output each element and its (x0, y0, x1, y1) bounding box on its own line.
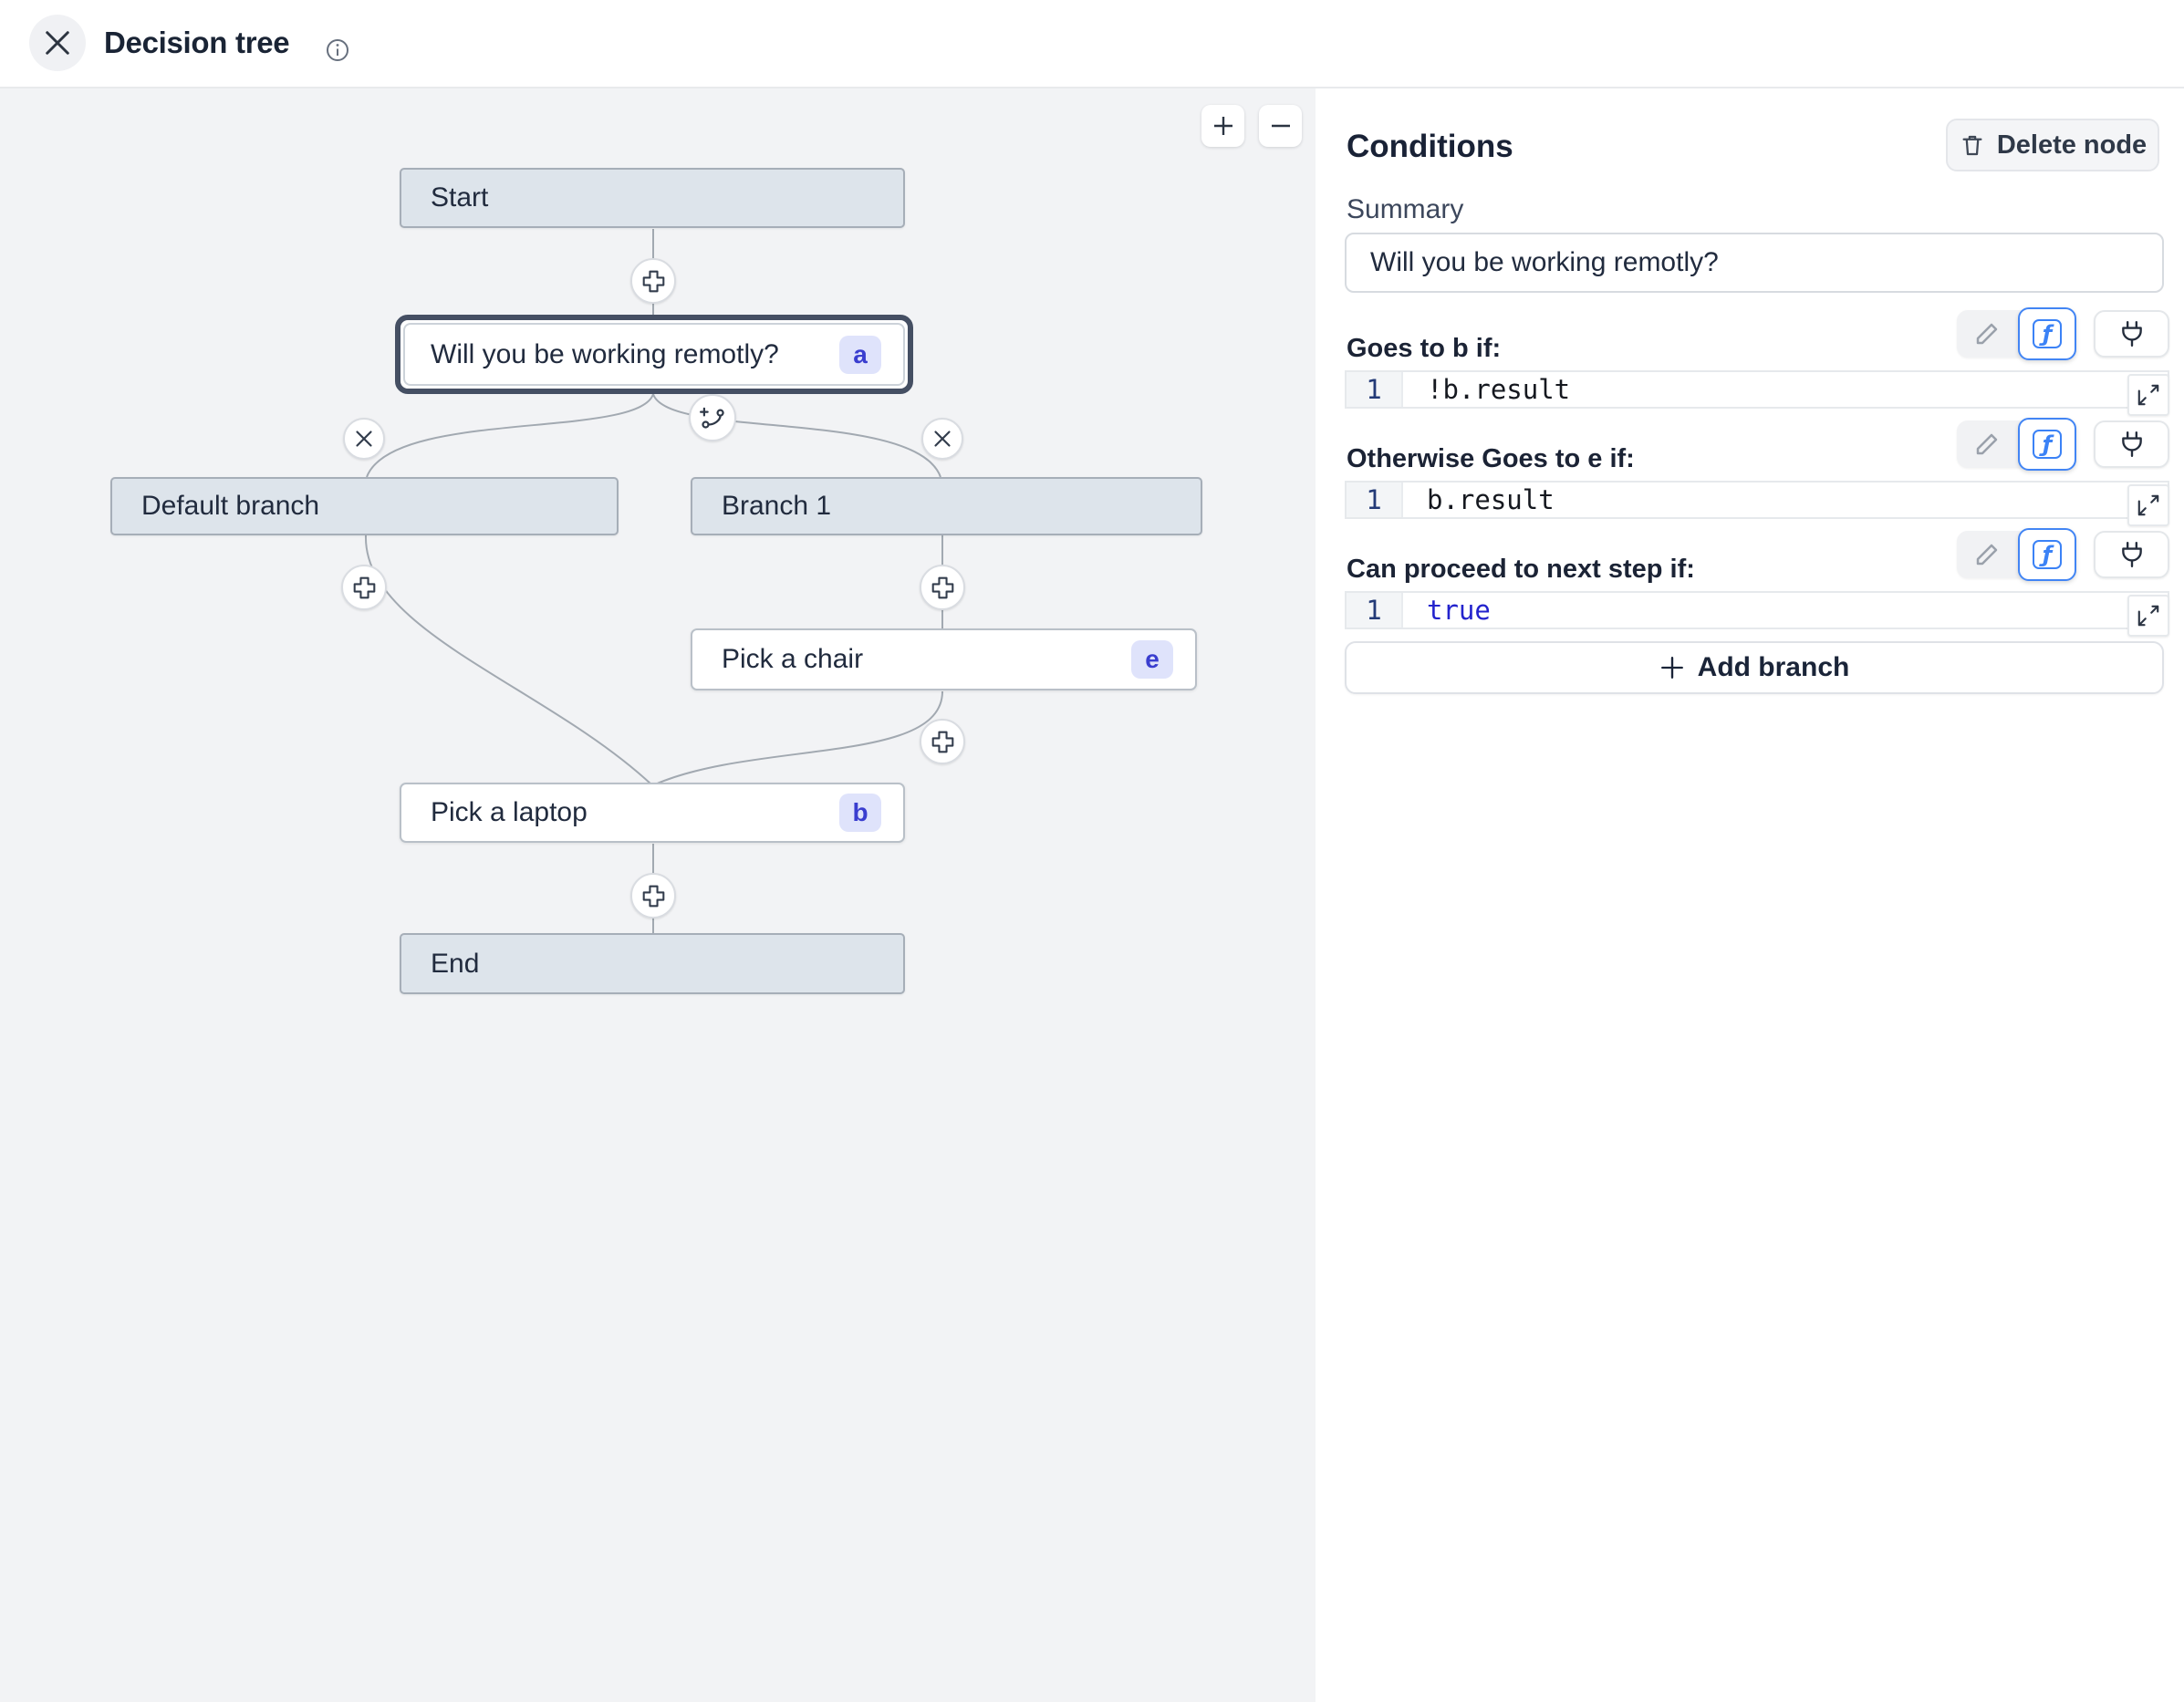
remove-branch-button[interactable] (921, 418, 963, 460)
info-button[interactable] (325, 37, 350, 63)
plug-icon (2121, 541, 2142, 568)
add-node-button[interactable] (630, 258, 676, 304)
fx-icon: ƒ (2033, 319, 2062, 348)
condition-code-editor[interactable]: 1 true (1345, 591, 2169, 637)
node-label: Branch 1 (722, 491, 832, 521)
add-branch-label: Add branch (1697, 652, 1850, 682)
node-end[interactable]: End (400, 933, 905, 994)
remove-branch-button[interactable] (343, 418, 385, 460)
summary-input[interactable] (1345, 233, 2164, 293)
node-pick-laptop[interactable]: Pick a laptop b (400, 783, 905, 843)
plugin-button[interactable] (2094, 310, 2169, 358)
expand-editor-button[interactable] (2127, 374, 2169, 416)
fx-icon: ƒ (2033, 540, 2062, 569)
node-question-body: Will you be working remotly? a (403, 323, 905, 386)
expand-editor-button[interactable] (2127, 484, 2169, 526)
close-icon (46, 31, 69, 55)
fx-icon: ƒ (2033, 430, 2062, 459)
branch-split-icon (700, 407, 724, 429)
add-node-button[interactable] (920, 719, 965, 764)
fx-mode-button[interactable]: ƒ (2018, 307, 2076, 360)
node-label: Pick a laptop (431, 797, 588, 827)
plug-icon (2121, 431, 2142, 458)
plug-icon (2121, 320, 2142, 348)
pencil-icon (1976, 544, 1998, 566)
condition-label: Otherwise Goes to e if: (1347, 444, 1635, 473)
condition-code-editor[interactable]: 1 b.result (1345, 481, 2169, 526)
pencil-icon (1976, 323, 1998, 345)
plus-icon (1213, 117, 1232, 135)
add-branch-button[interactable]: Add branch (1345, 641, 2164, 694)
x-icon (934, 431, 951, 447)
expand-editor-button[interactable] (2127, 595, 2169, 637)
node-badge: b (839, 794, 881, 832)
node-pick-chair[interactable]: Pick a chair e (691, 628, 1197, 690)
page-title: Decision tree (104, 26, 290, 59)
node-label: End (431, 948, 480, 979)
expand-icon (2137, 605, 2159, 627)
condition-label: Can proceed to next step if: (1347, 555, 1695, 584)
line-number: 1 (1347, 593, 1403, 628)
text-mode-button[interactable] (1957, 420, 2017, 468)
editor-mode-toggle: ƒ (1957, 418, 2076, 471)
expand-icon (2137, 494, 2159, 516)
node-label: Will you be working remotly? (431, 338, 779, 369)
plugin-button[interactable] (2094, 531, 2169, 578)
node-badge: a (839, 335, 881, 374)
delete-node-label: Delete node (1996, 130, 2148, 160)
expand-icon (2137, 384, 2159, 406)
node-default-branch[interactable]: Default branch (110, 477, 619, 535)
add-node-button[interactable] (920, 565, 965, 610)
flow-edges (364, 229, 943, 933)
x-icon (356, 431, 372, 447)
code-value: b.result (1427, 484, 1555, 515)
line-number: 1 (1347, 483, 1403, 517)
node-badge: e (1131, 640, 1173, 679)
plus-outline-icon (931, 576, 953, 598)
delete-node-button[interactable]: Delete node (1946, 119, 2159, 171)
info-icon (327, 39, 348, 61)
add-branch-split-button[interactable] (689, 394, 736, 441)
node-branch-1[interactable]: Branch 1 (691, 477, 1202, 535)
condition-label: Goes to b if: (1347, 334, 1502, 363)
condition-code-editor[interactable]: 1 !b.result (1345, 370, 2169, 416)
node-start[interactable]: Start (400, 168, 905, 228)
header-bar: Decision tree (0, 0, 2184, 88)
line-number: 1 (1347, 372, 1403, 407)
plus-outline-icon (931, 731, 953, 752)
fx-mode-button[interactable]: ƒ (2018, 418, 2076, 471)
minus-icon (1271, 124, 1290, 128)
editor-mode-toggle: ƒ (1957, 307, 2076, 360)
node-label: Default branch (141, 491, 320, 521)
summary-label: Summary (1347, 194, 1464, 224)
add-node-button[interactable] (341, 565, 387, 610)
code-value: true (1427, 595, 1491, 626)
zoom-out-button[interactable] (1259, 105, 1302, 147)
editor-mode-toggle: ƒ (1957, 528, 2076, 581)
text-mode-button[interactable] (1957, 531, 2017, 578)
plus-outline-icon (642, 270, 664, 292)
add-node-button[interactable] (630, 873, 676, 918)
plus-outline-icon (353, 576, 375, 598)
node-label: Pick a chair (722, 644, 864, 674)
node-question-selected[interactable]: Will you be working remotly? a (395, 315, 913, 394)
plugin-button[interactable] (2094, 420, 2169, 468)
code-value: !b.result (1427, 374, 1571, 405)
trash-icon (1962, 135, 1982, 156)
node-label: Start (431, 182, 489, 213)
fx-mode-button[interactable]: ƒ (2018, 528, 2076, 581)
plus-icon (1660, 657, 1683, 679)
plus-outline-icon (642, 885, 664, 907)
close-button[interactable] (29, 15, 86, 71)
text-mode-button[interactable] (1957, 310, 2017, 358)
zoom-in-button[interactable] (1201, 105, 1244, 147)
panel-title: Conditions (1347, 129, 1513, 164)
pencil-icon (1976, 433, 1998, 455)
